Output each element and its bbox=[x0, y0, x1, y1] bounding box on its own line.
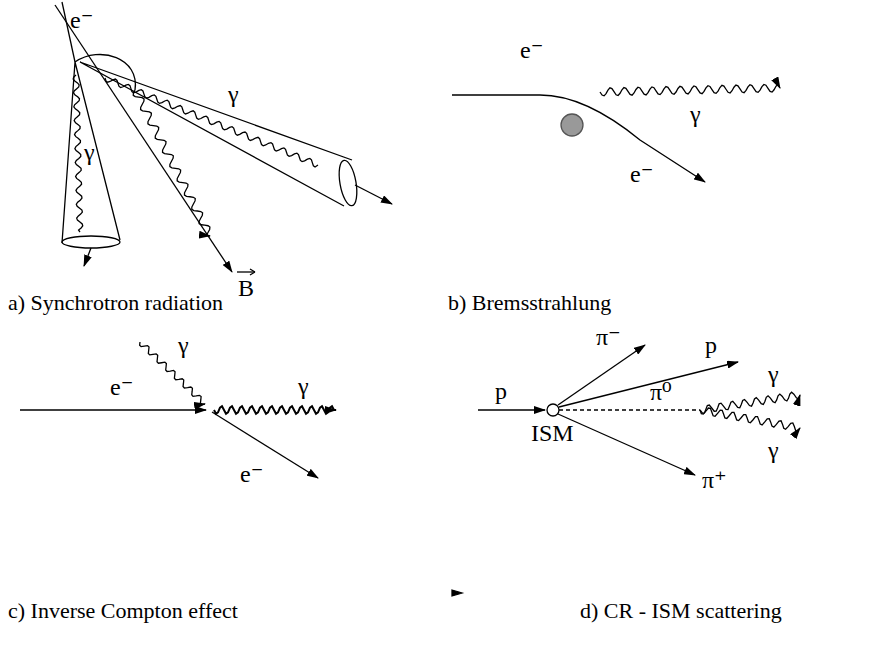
particle-label: p bbox=[495, 379, 507, 404]
photon-label: γ bbox=[298, 374, 309, 399]
particle-label: π⁰ bbox=[650, 380, 672, 405]
photon-direction bbox=[355, 185, 392, 204]
photon-label: γ bbox=[228, 82, 239, 107]
emission-cone bbox=[80, 62, 352, 206]
photon-lines bbox=[73, 75, 800, 431]
pion-track bbox=[558, 414, 695, 475]
vector-arrow-head bbox=[250, 269, 255, 275]
vector-arrow bbox=[237, 271, 255, 272]
photon-label: γ bbox=[690, 102, 701, 127]
photon-label: γ bbox=[84, 140, 95, 165]
panel-caption: c) Inverse Compton effect bbox=[8, 598, 238, 623]
particle-label: p bbox=[705, 333, 717, 358]
electron-track bbox=[212, 412, 318, 478]
photon-direction bbox=[84, 248, 91, 266]
stray-arrowhead bbox=[452, 590, 462, 596]
panel-caption: a) Synchrotron radiation bbox=[8, 290, 223, 315]
particle-label: π⁻ bbox=[596, 325, 621, 350]
photon-wave bbox=[105, 78, 318, 167]
photon-wave bbox=[700, 392, 800, 413]
photon-label: γ bbox=[768, 438, 779, 463]
particle-label: e⁻ bbox=[240, 462, 263, 487]
proton-track bbox=[478, 409, 545, 410]
photon-wave bbox=[700, 408, 800, 431]
particle-label: π⁺ bbox=[702, 468, 727, 493]
photon-wave bbox=[133, 90, 210, 236]
electron-track bbox=[20, 409, 206, 410]
particle-label: e⁻ bbox=[110, 375, 133, 400]
proton-track bbox=[559, 362, 738, 407]
photon-label: γ bbox=[178, 333, 189, 358]
neutral-pion-track bbox=[559, 409, 700, 410]
cone-rim bbox=[62, 236, 120, 248]
emission-cone bbox=[62, 62, 120, 243]
photon-wave bbox=[140, 342, 205, 405]
photon-wave bbox=[73, 75, 83, 232]
photon-label: γ bbox=[768, 362, 779, 387]
medium-label: ISM bbox=[531, 421, 574, 446]
particle-label: e⁻ bbox=[70, 8, 93, 33]
panel-caption: d) CR - ISM scattering bbox=[580, 598, 782, 623]
field-label: B bbox=[238, 276, 254, 301]
electron-track bbox=[452, 95, 705, 182]
nucleus bbox=[561, 114, 583, 136]
photon-wave bbox=[600, 84, 780, 96]
ism-target bbox=[547, 404, 559, 416]
particle-label: e⁻ bbox=[630, 162, 653, 187]
magnetic-field-line bbox=[55, 5, 232, 272]
panel-caption: b) Bremsstrahlung bbox=[448, 290, 611, 315]
particle-label: e⁻ bbox=[520, 38, 543, 63]
cone-rim bbox=[336, 159, 360, 207]
photon-wave bbox=[214, 406, 336, 414]
